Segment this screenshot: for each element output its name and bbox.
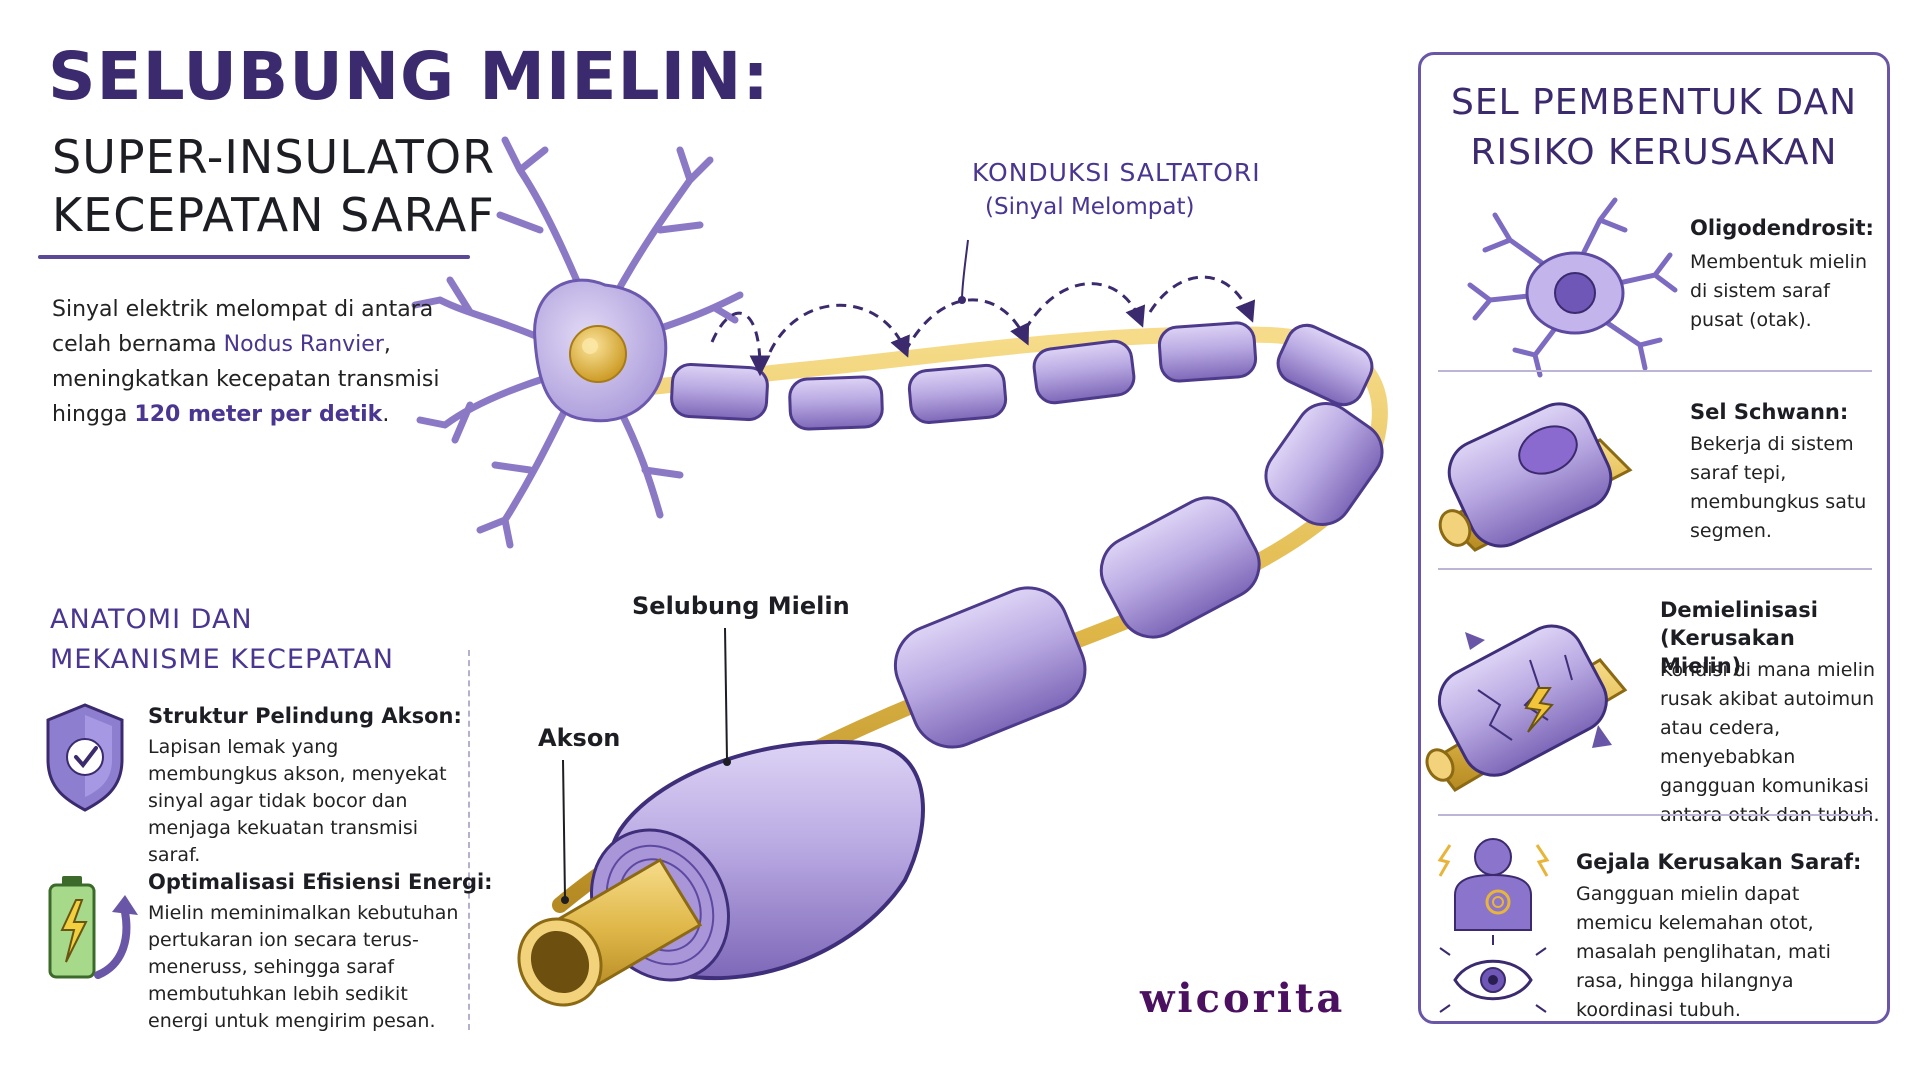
page-subtitle: SUPER-INSULATOR KECEPATAN SARAF bbox=[52, 128, 495, 244]
panel-item-schwann-body: Bekerja di sistem saraf tepi, membungkus… bbox=[1690, 433, 1867, 542]
axon-label: Akson bbox=[538, 724, 621, 752]
subtitle-line-2: KECEPATAN SARAF bbox=[52, 188, 495, 242]
conduction-label: KONDUKSI SALTATORI bbox=[972, 158, 1261, 187]
anatomy-title-line-1: ANATOMI DAN bbox=[50, 604, 253, 635]
intro-text-3: . bbox=[382, 402, 390, 427]
saltatori-leader bbox=[961, 239, 969, 301]
sheath-label: Selubung Mielin bbox=[632, 592, 850, 620]
intro-paragraph: Sinyal elektrik melompat di antara celah… bbox=[52, 292, 482, 432]
schwann-cell-icon bbox=[1438, 402, 1633, 552]
info-panel bbox=[1418, 52, 1890, 1024]
brand-logo: wicorita bbox=[1140, 975, 1346, 1022]
panel-title-line-2: RISIKO KERUSAKAN bbox=[1470, 132, 1838, 173]
feature-energy-title: Optimalisasi Efisiensi Energi: bbox=[148, 870, 493, 894]
panel-item-demyelination-body: Kondisi di mana mielin rusak akibat auto… bbox=[1660, 659, 1880, 826]
panel-item-oligodendrocyte-title: Oligodendrosit: bbox=[1690, 216, 1874, 240]
intro-text-2: , meningkatkan kecepatan transmisi hingg… bbox=[52, 332, 440, 427]
anatomy-section-title: ANATOMI DAN MEKANISME KECEPATAN bbox=[50, 600, 394, 680]
title-underline bbox=[38, 255, 470, 259]
panel-item-oligodendrocyte-body: Membentuk mielin di sistem saraf pusat (… bbox=[1690, 251, 1867, 331]
panel-separator bbox=[1438, 568, 1872, 570]
panel-title-line-1: SEL PEMBENTUK DAN bbox=[1450, 82, 1858, 123]
akson-leader bbox=[562, 759, 566, 899]
neuron-nucleus bbox=[569, 325, 627, 383]
oligodendrocyte-icon bbox=[1467, 197, 1678, 378]
feature-energy-body: Mielin meminimalkan kebutuhan pertukaran… bbox=[148, 902, 459, 1032]
intro-text-1: Sinyal elektrik melompat di antara celah… bbox=[52, 297, 434, 357]
panel-item-demyelination-title: Demielinisasi (Kerusakan Mielin) bbox=[1660, 598, 1818, 678]
page-title: SELUBUNG MIELIN: bbox=[48, 38, 770, 115]
person-symptoms-icon bbox=[1437, 838, 1550, 1013]
panel-item-symptoms-title: Gejala Kerusakan Saraf: bbox=[1576, 850, 1862, 874]
neuron-dendrites bbox=[411, 136, 744, 549]
myelin-segments-medium bbox=[893, 402, 1384, 749]
panel-item-schwann-title: Sel Schwann: bbox=[1690, 400, 1849, 424]
battery-energy-icon bbox=[48, 876, 138, 979]
section-divider bbox=[468, 650, 470, 1030]
conduction-sublabel: (Sinyal Melompat) bbox=[985, 194, 1195, 220]
axon-tube-end bbox=[517, 857, 703, 1007]
saltatory-arcs bbox=[710, 275, 1256, 377]
intro-highlight-nodus: Nodus Ranvier bbox=[223, 332, 384, 357]
panel-separator bbox=[1438, 814, 1872, 816]
intro-highlight-speed: 120 meter per detik bbox=[134, 402, 383, 427]
panel-title: SEL PEMBENTUK DAN RISIKO KERUSAKAN bbox=[1418, 78, 1890, 178]
panel-item-symptoms-body: Gangguan mielin dapat memicu kelemahan o… bbox=[1576, 883, 1831, 1021]
axon-line bbox=[552, 326, 1388, 913]
shield-check-icon bbox=[46, 703, 124, 812]
anatomy-title-line-2: MEKANISME KECEPATAN bbox=[50, 644, 394, 675]
panel-separator bbox=[1438, 370, 1872, 372]
subtitle-line-1: SUPER-INSULATOR bbox=[52, 130, 496, 184]
myelin-segments-small bbox=[670, 321, 1374, 431]
selubung-leader bbox=[724, 627, 728, 761]
damaged-myelin-icon bbox=[1425, 624, 1628, 792]
feature-structure-body: Lapisan lemak yang membungkus akson, men… bbox=[148, 736, 447, 866]
feature-structure-title: Struktur Pelindung Akson: bbox=[148, 704, 462, 728]
